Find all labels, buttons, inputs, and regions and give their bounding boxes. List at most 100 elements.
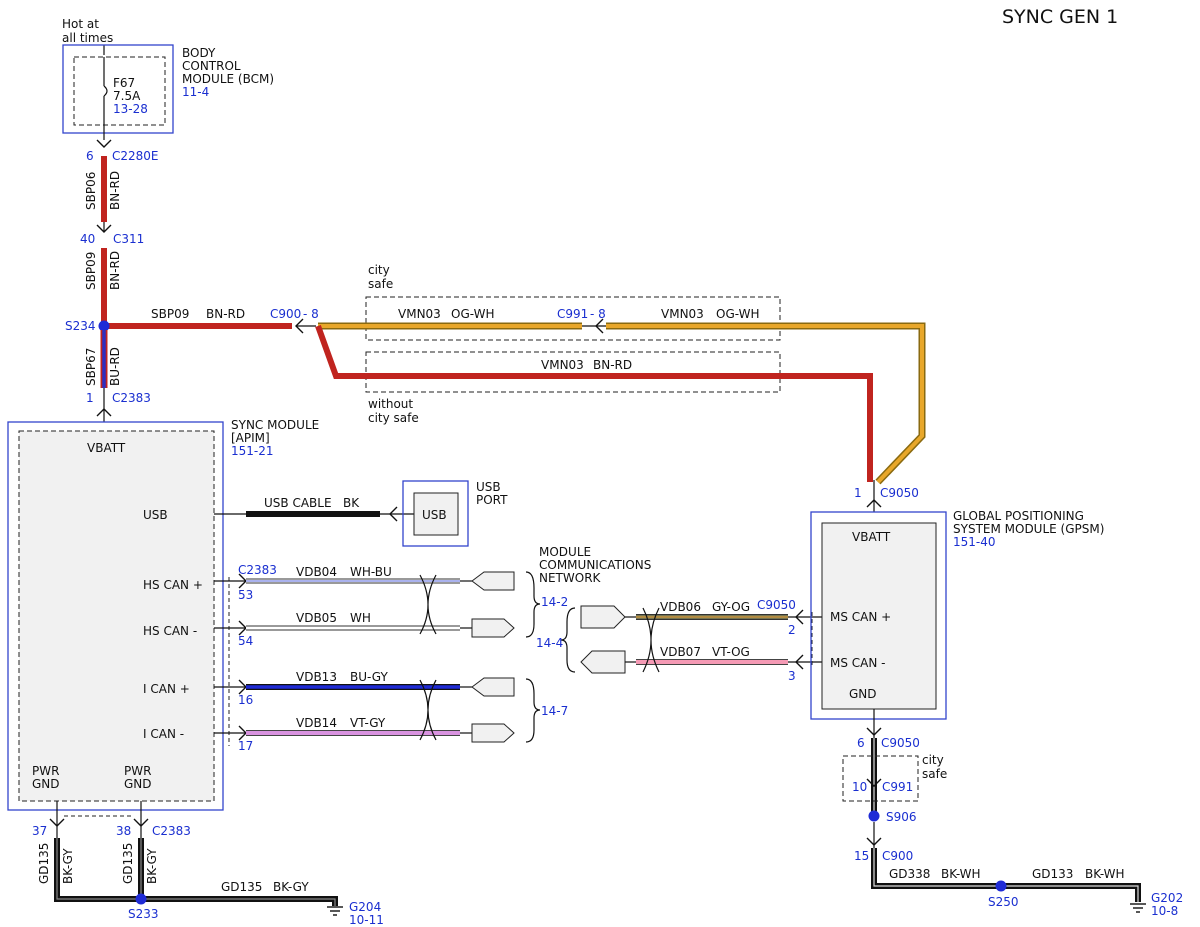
wire-gd135-h (141, 896, 338, 906)
vdb06-chevron-icon (795, 609, 804, 625)
wire-vmn03-c (315, 324, 873, 482)
gnd-pin-10: 10 (852, 780, 867, 794)
wire-vdb06-color: GY-OG (712, 600, 750, 614)
gpsm-name-2: SYSTEM MODULE (GPSM) (953, 522, 1104, 536)
usb-port-box-label: USB (422, 508, 447, 522)
vdb07-connector-icon (580, 650, 626, 674)
vdb04-connector-icon (471, 571, 515, 591)
gnd-pin-37: 37 (32, 824, 47, 838)
gpsm-frame (810, 511, 947, 720)
wire-vdb14-label: VDB14 (296, 716, 337, 730)
gpsm-vbatt-label: VBATT (852, 530, 891, 544)
wire-vdb07-pin: 3 (788, 669, 796, 683)
wire-vdb06-pin: 2 (788, 623, 796, 637)
bcm-module: Hot at all times F67 7.5A 13-28 BODY CON… (62, 17, 274, 140)
vdb05-connector-icon (471, 618, 515, 638)
wire-sbp06-color: BN-RD (108, 171, 122, 210)
i-can-brace-icon (525, 678, 541, 743)
gnd-c9050-label: C9050 (881, 736, 920, 750)
gpsm-ms-can-minus-label: MS CAN - (830, 656, 886, 670)
usb-chevron-icon (389, 506, 398, 522)
bcm-ref: 11-4 (182, 85, 209, 99)
wire-gd135-b-color: BK-GY (145, 848, 159, 884)
wire-vdb04-color: WH-BU (350, 565, 392, 579)
sync-i-can-plus-label: I CAN + (143, 682, 190, 696)
bcm-inner-dashed (73, 56, 166, 126)
sync-pwr-gnd-2-line2: GND (124, 777, 152, 791)
s234-splice (98, 320, 110, 332)
wire-vdb06-label: VDB06 (660, 600, 701, 614)
sync-pwr-gnd-1-line2: GND (32, 777, 60, 791)
wire-vmn03-c-color: BN-RD (593, 358, 632, 372)
gpsm-ref: 151-40 (953, 535, 996, 549)
city-safe-label-1: city (368, 263, 390, 277)
g204-label: G204 (349, 900, 381, 914)
sync-module-frame (7, 421, 224, 811)
gnd37-chevron-icon (49, 818, 65, 827)
wire-sbp09-horizontal-label: SBP09 (151, 307, 189, 321)
g204-ground-icon (327, 906, 343, 916)
without-city-safe-label-1: without (368, 397, 413, 411)
g202-label: G202 (1151, 891, 1183, 905)
gnd-c991-label: C991 (882, 780, 913, 794)
wire-gd135-h-label: GD135 (221, 880, 262, 894)
sync-hs-can-minus-label: HS CAN - (143, 624, 197, 638)
s234-label: S234 (65, 319, 96, 333)
gnd-city-safe-2: safe (922, 767, 947, 781)
network-ref-14-4: 14-4 (536, 636, 563, 650)
wire-vmn03-a-color: OG-WH (451, 307, 494, 321)
gnd-c900-label: C900 (882, 849, 913, 863)
bcm-frame (62, 44, 174, 134)
sync-vbatt-label: VBATT (87, 441, 126, 455)
wire-gd135-h-color: BK-GY (273, 880, 309, 894)
gnd38-chevron-icon (133, 818, 149, 827)
bcm-name-2: CONTROL (182, 59, 241, 73)
wire-vdb05-color: WH (350, 611, 371, 625)
wire-sbp67-label: SBP67 (84, 348, 98, 386)
wire-vdb06-connector: C9050 (757, 598, 796, 612)
usb-port-name-1: USB (476, 480, 501, 494)
c9050-bottom-chevron-icon (866, 727, 882, 736)
wire-vdb05-label: VDB05 (296, 611, 337, 625)
s906-splice (868, 810, 880, 822)
gnd-pin-6: 6 (857, 736, 865, 750)
gnd-city-safe-1: city (922, 753, 944, 767)
fuse-symbol (103, 85, 108, 97)
c9050-top-chevron-icon (866, 499, 882, 508)
wire-gd338-label: GD338 (889, 867, 930, 881)
sync-i-can-minus-label: I CAN - (143, 727, 184, 741)
fuse-ref: 13-28 (113, 102, 148, 116)
wire-vmn03-b-color: OG-WH (716, 307, 759, 321)
wire-gd135-h-stripe (141, 898, 336, 906)
sync-module: VBATT USB HS CAN + HS CAN - I CAN + I CA… (7, 418, 319, 811)
c311-pin: 40 (80, 232, 95, 246)
hot-at-all-times-label-2: all times (62, 31, 113, 45)
wire-gd133-label: GD133 (1032, 867, 1073, 881)
wire-gd338-color: BK-WH (941, 867, 981, 881)
c991-bottom-chevron-icon (866, 778, 882, 787)
gnd-pin-38: 38 (116, 824, 131, 838)
sync-hs-can-plus-label: HS CAN + (143, 578, 203, 592)
sync-pwr-gnd-2-line1: PWR (124, 764, 151, 778)
wire-gd135-a-label: GD135 (37, 843, 51, 884)
g202-ground-icon (1130, 903, 1146, 913)
wire-sbp67-color: BU-RD (108, 347, 122, 386)
sync-usb-label: USB (143, 508, 168, 522)
network-label-1: MODULE (539, 545, 591, 559)
c2280e-pin: 6 (86, 149, 94, 163)
wire-vdb04-label: VDB04 (296, 565, 337, 579)
c311-chevron-icon (96, 224, 112, 233)
wire-vmn03-c-label: VMN03 (541, 358, 584, 372)
vdb14-connector-icon (471, 723, 515, 743)
wire-vdb07-label: VDB07 (660, 645, 701, 659)
wire-vdb13-color: BU-GY (350, 670, 388, 684)
vdb06-connector-icon (580, 605, 626, 629)
sync-module-name-1: SYNC MODULE (231, 418, 319, 432)
c2280e-chevron-icon (96, 139, 112, 148)
usb-port-frame (402, 480, 469, 547)
network-ref-14-7: 14-7 (541, 704, 568, 718)
gpsm-module: VBATT MS CAN + MS CAN - GND GLOBAL POSIT… (810, 509, 1104, 720)
gnd-pin-15: 15 (854, 849, 869, 863)
